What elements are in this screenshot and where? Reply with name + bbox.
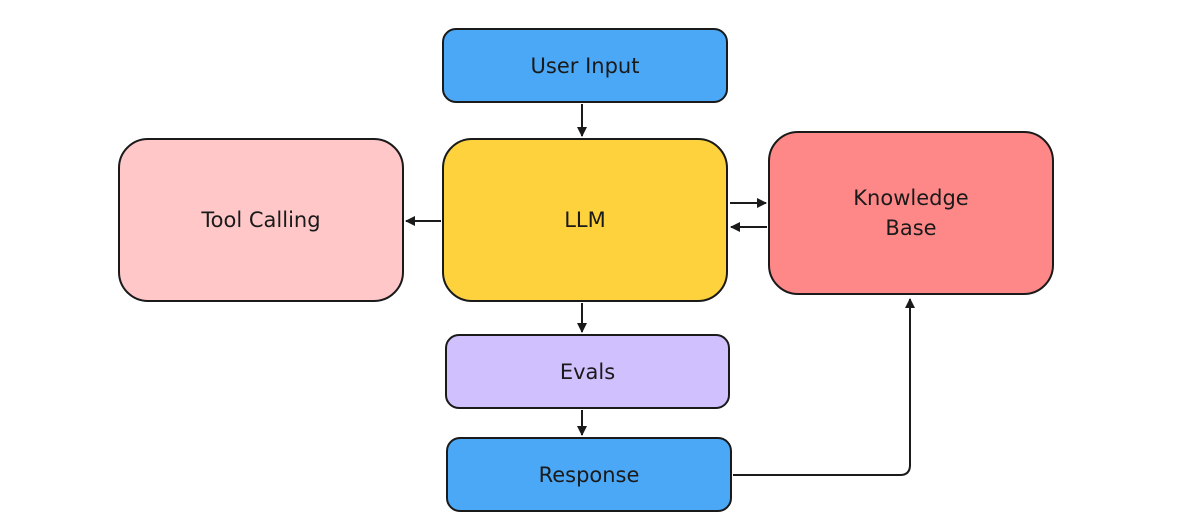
node-llm-label: LLM [564, 208, 606, 232]
node-evals: Evals [445, 334, 730, 409]
node-llm: LLM [442, 138, 728, 302]
node-user-input: User Input [442, 28, 728, 103]
node-knowledge-base-label-line2: Base [885, 216, 937, 240]
node-knowledge-base-label-line1: Knowledge [853, 186, 969, 210]
node-tool-calling-label: Tool Calling [201, 208, 321, 232]
node-evals-label: Evals [559, 359, 616, 384]
arrow-response-to-knowledge-base [733, 298, 915, 476]
node-response-label: Response [538, 462, 640, 487]
node-knowledge-base: Knowledge Base [768, 131, 1054, 295]
node-response: Response [446, 437, 732, 512]
node-tool-calling: Tool Calling [118, 138, 404, 302]
node-user-input-label: User Input [530, 53, 640, 78]
